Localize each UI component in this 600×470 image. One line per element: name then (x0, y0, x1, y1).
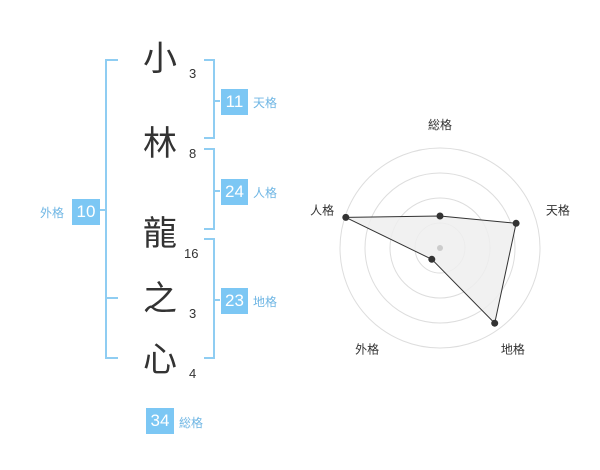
name-char-1: 小 (143, 39, 177, 79)
radar-ring-4 (339, 147, 541, 349)
radar-axis-label-3: 外格 (355, 341, 379, 356)
jinkaku-score: 24 (221, 179, 248, 205)
radar-point-人格 (342, 213, 350, 221)
radar-point-外格 (428, 255, 436, 263)
chikaku-bracket (204, 238, 215, 359)
name-char-5: 心 (143, 340, 177, 380)
radar-ring-3 (364, 172, 516, 324)
stroke-count-4: 3 (189, 306, 197, 321)
stroke-count-5: 4 (189, 366, 197, 381)
chikaku-score: 23 (221, 288, 248, 314)
radar-axis-label-2: 地格 (501, 341, 525, 356)
stroke-count-2: 8 (189, 146, 197, 161)
soukaku-score: 34 (146, 408, 174, 434)
jinkaku-bracket (204, 148, 215, 230)
tenkaku-label: 天格 (253, 96, 278, 110)
gaikaku-score: 10 (72, 199, 100, 225)
name-char-3: 龍 (143, 214, 177, 254)
name-char-4: 之 (143, 279, 177, 319)
radar-axis-label-4: 人格 (310, 203, 334, 218)
radar-point-総格 (436, 212, 444, 220)
radar-center-dot (437, 245, 443, 251)
radar-area (345, 215, 517, 325)
tenkaku-score: 11 (221, 89, 248, 115)
radar-point-天格 (512, 219, 520, 227)
chikaku-label: 地格 (253, 295, 278, 309)
gaikaku-label: 外格 (40, 206, 65, 220)
radar-axis-label-1: 天格 (546, 203, 570, 218)
radar-axis-label-0: 総格 (428, 117, 452, 132)
radar-point-地格 (491, 319, 499, 327)
radar-points (342, 212, 520, 327)
jinkaku-label: 人格 (253, 186, 278, 200)
stroke-count-3: 16 (184, 246, 199, 261)
stroke-count-1: 3 (189, 66, 197, 81)
name-char-2: 林 (143, 124, 177, 164)
radar-polygon (345, 215, 517, 325)
soukaku-label: 総格 (179, 416, 204, 430)
tenkaku-bracket (204, 59, 215, 139)
